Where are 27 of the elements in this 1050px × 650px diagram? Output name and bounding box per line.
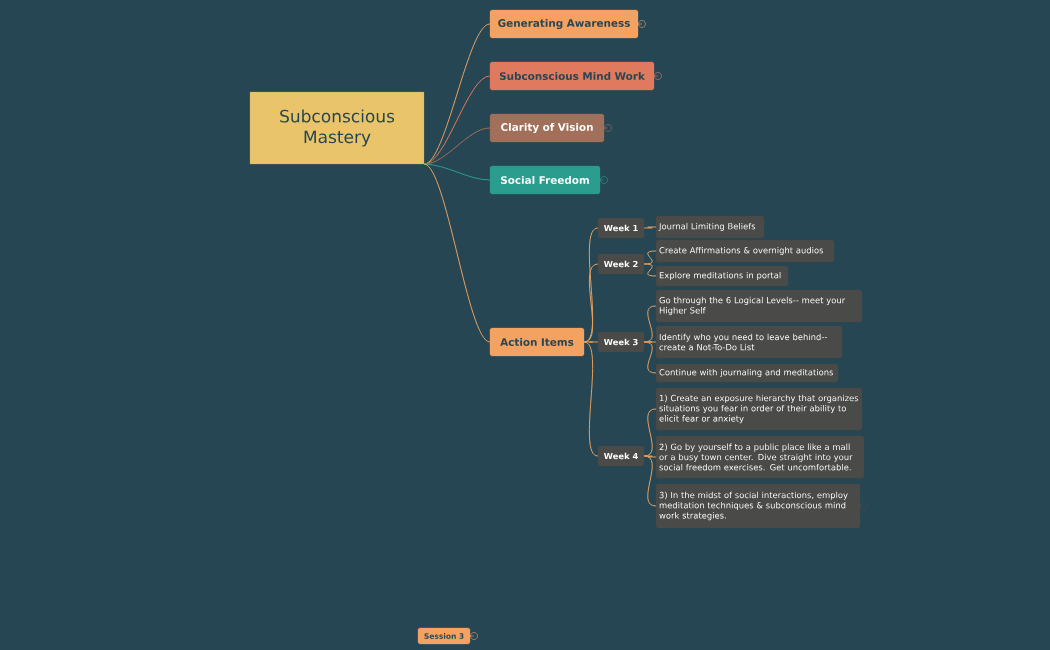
task-box: Create Affirmations & overnight audios — [655, 239, 835, 263]
connector — [643, 341, 657, 343]
branch-box: Subconscious Mind Work — [489, 61, 655, 91]
task-box: Journal Limiting Beliefs — [655, 215, 765, 239]
task-box: Continue with journaling and meditations — [655, 363, 839, 383]
branch-box: Clarity of Vision — [489, 113, 605, 143]
connector — [643, 455, 657, 458]
task-box: Go through the 6 Logical Levels-- meet your Higher Self — [655, 289, 863, 323]
connector — [423, 127, 491, 165]
branch-box: Social Freedom — [489, 165, 601, 195]
task-box: 2) Go by yourself to a public place like a mall or a busy town center. Dive straight into your social freedom exercises. Get uncomfortable. — [655, 435, 865, 479]
connector — [583, 341, 599, 343]
connector — [423, 163, 491, 343]
week-box: Week 3 — [597, 331, 645, 353]
week-box: Week 2 — [597, 253, 645, 275]
connector — [643, 263, 657, 277]
branch-box: Generating Awareness — [489, 9, 639, 39]
branch-box: Action Items — [489, 327, 585, 357]
task-box: Explore meditations in portal — [655, 265, 789, 287]
week-box: Week 1 — [597, 217, 645, 239]
task-box: Identify who you need to leave behind-- create a Not-To-Do List — [655, 325, 843, 359]
task-box: 1) Create an exposure hierarchy that organizes situations you fear in order of their ability to elicit fear or anxiety — [655, 387, 863, 431]
topic-box: Subconscious Mastery — [249, 91, 425, 165]
connector — [583, 341, 599, 457]
week-box: Week 4 — [597, 445, 645, 467]
connector — [643, 226, 657, 229]
task-box: 3) In the midst of social interactions, employ meditation techniques & subconscious mind work strategies. — [655, 483, 861, 529]
